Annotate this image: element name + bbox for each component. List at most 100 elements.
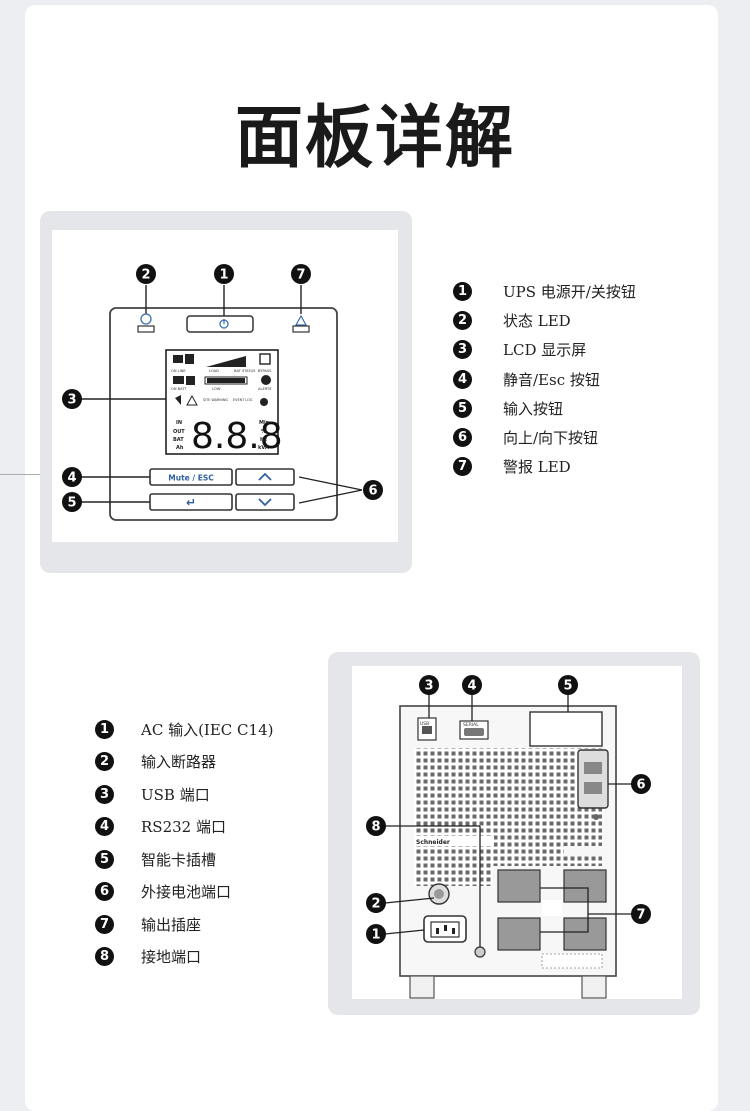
svg-text:3: 3 <box>67 393 76 408</box>
leader-line-1 <box>384 929 425 935</box>
lcd-label-in: IN <box>176 420 182 426</box>
lcd-label-alerts: ALERTS <box>258 387 272 391</box>
inlet-pin-right <box>452 928 455 934</box>
cooling-vent-grille <box>414 748 602 886</box>
legend-number: 4 <box>453 370 472 389</box>
side-divider-line <box>0 474 42 475</box>
lcd-label-percent: % <box>261 429 266 435</box>
legend-number: 1 <box>95 720 114 739</box>
status-led-icon <box>140 313 152 325</box>
up-button-frame[interactable] <box>235 468 295 486</box>
legend-number: 5 <box>95 850 114 869</box>
usb-port[interactable] <box>422 726 432 734</box>
legend-text: LCD 显示屏 <box>503 341 587 359</box>
battery-connector-bottom <box>584 782 602 794</box>
brand-label: Schneider <box>416 839 450 846</box>
legend-text: UPS 电源开/关按钮 <box>503 283 636 301</box>
legend-text: RS232 端口 <box>141 818 226 836</box>
legend-number: 7 <box>95 915 114 934</box>
ground-terminal[interactable] <box>474 946 486 958</box>
legend-number: 5 <box>453 399 472 418</box>
mute-esc-button[interactable]: Mute / ESC <box>149 468 233 486</box>
down-button-frame[interactable] <box>235 493 295 511</box>
svg-text:1: 1 <box>371 928 380 943</box>
lcd-digits: 8.8.8 <box>191 416 283 457</box>
svg-text:3: 3 <box>424 679 433 694</box>
wrench-icon <box>260 398 268 406</box>
up-button[interactable] <box>235 468 295 486</box>
legend-text: USB 端口 <box>141 786 210 804</box>
chevron-up-icon <box>258 472 272 481</box>
output-outlet[interactable] <box>497 917 541 951</box>
on-batt-icon <box>173 376 184 384</box>
bypass-icon <box>259 353 271 365</box>
inlet-pin-middle <box>444 925 447 931</box>
lcd-label-online: ON LINE <box>171 369 186 373</box>
legend-text: 静音/Esc 按钮 <box>503 371 600 389</box>
svg-text:4: 4 <box>67 471 76 486</box>
output-outlet[interactable] <box>497 869 541 903</box>
legend-number: 6 <box>95 882 114 901</box>
svg-text:7: 7 <box>296 268 305 283</box>
inlet-pin-left <box>436 928 439 934</box>
lcd-frame <box>165 349 279 455</box>
rear-legend-item: 5 智能卡插槽 <box>95 849 216 870</box>
external-battery-port[interactable] <box>577 749 609 809</box>
mute-speaker-icon <box>175 395 181 405</box>
legend-text: 智能卡插槽 <box>141 851 217 869</box>
legend-text: AC 输入(IEC C14) <box>141 721 274 739</box>
callout-3: 3 <box>419 675 439 695</box>
legend-text: 输入按钮 <box>503 400 564 418</box>
lcd-display: ON LINE LOAD BAT STATUS BYPASS ON BATT L… <box>165 349 283 457</box>
outlet-label-area <box>542 900 562 916</box>
alert-x-icon <box>261 375 271 385</box>
enter-button[interactable]: ↵ <box>149 493 233 511</box>
svg-text:5: 5 <box>67 496 76 511</box>
smart-card-slot[interactable] <box>529 711 603 747</box>
rear-legend-item: 7 输出插座 <box>95 914 201 935</box>
rs232-port[interactable] <box>464 728 484 736</box>
load-bar-graph <box>206 356 246 367</box>
enter-button-frame[interactable] <box>149 493 233 511</box>
output-outlet[interactable] <box>563 917 607 951</box>
legend-text: 警报 LED <box>503 458 571 476</box>
front-panel-image: ON LINE LOAD BAT STATUS BYPASS ON BATT L… <box>52 230 398 542</box>
lcd-label-out: OUT <box>173 429 185 435</box>
leader-line-2 <box>384 897 435 904</box>
legend-number: 3 <box>95 785 114 804</box>
svg-text:6: 6 <box>636 778 645 793</box>
enter-arrow-icon: ↵ <box>186 496 196 510</box>
legend-number: 8 <box>95 947 114 966</box>
front-legend-item: 5 输入按钮 <box>453 398 563 419</box>
battery-leaf-icon <box>185 354 194 364</box>
leader-line-7 <box>540 887 632 933</box>
callout-3: 3 <box>62 389 82 409</box>
legend-text: 外接电池端口 <box>141 883 232 901</box>
lcd-label-load: LOAD <box>209 369 219 373</box>
output-outlet[interactable] <box>563 869 607 903</box>
svg-text:2: 2 <box>371 897 380 912</box>
legend-text: 向上/向下按钮 <box>503 429 599 447</box>
mute-esc-button-frame[interactable] <box>149 468 233 486</box>
rear-panel-diagram: USB SERIAL Schneider <box>366 675 651 999</box>
svg-text:1: 1 <box>219 268 228 283</box>
down-button[interactable] <box>235 493 295 511</box>
legend-text: 输出插座 <box>141 916 202 934</box>
certification-label <box>541 953 603 969</box>
callout-1: 1 <box>214 264 234 284</box>
chevron-down-icon <box>258 498 272 507</box>
callout-7: 7 <box>631 904 651 924</box>
rear-legend-item: 1 AC 输入(IEC C14) <box>95 719 273 740</box>
status-led <box>137 325 155 333</box>
svg-text:6: 6 <box>368 484 377 499</box>
leader-line-6a <box>298 476 363 491</box>
usb-port-label: USB <box>420 721 429 727</box>
alarm-led-icon <box>294 314 308 326</box>
legend-text: 输入断路器 <box>141 753 217 771</box>
breaker-knob <box>434 889 444 899</box>
right-foot <box>581 975 607 999</box>
rear-legend-item: 6 外接电池端口 <box>95 881 231 902</box>
lcd-label-bypass: BYPASS <box>258 369 272 373</box>
